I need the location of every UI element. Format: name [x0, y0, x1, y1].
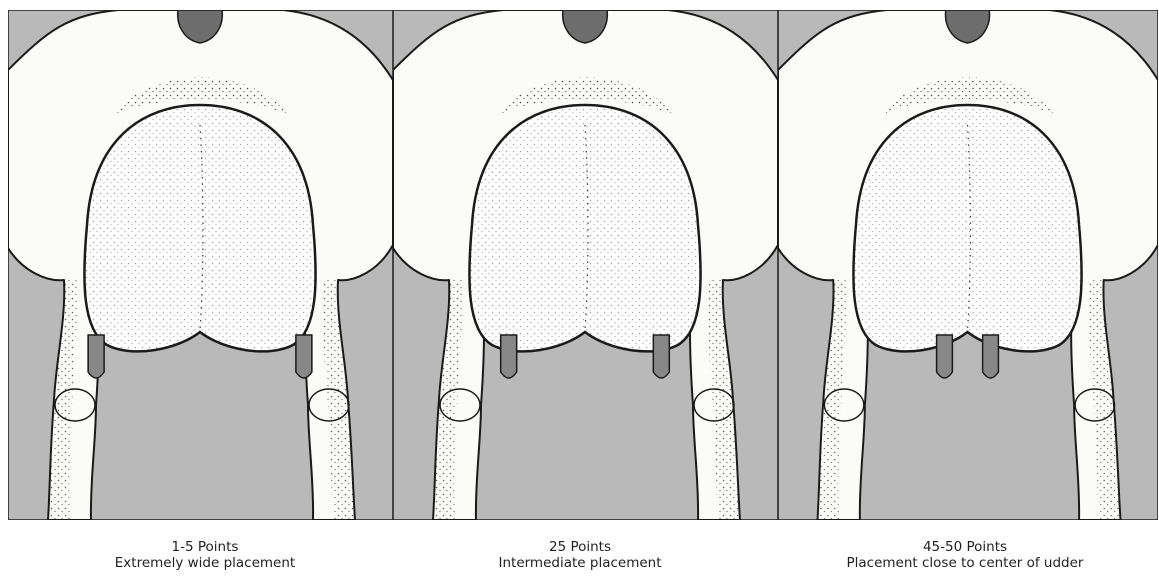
points-label: 25 Points: [435, 539, 725, 555]
left-rear-teat: [937, 335, 953, 378]
udder-illustration: [393, 10, 778, 520]
caption-wide: 1-5 Points Extremely wide placement: [60, 539, 350, 571]
panel-wide-placement: [8, 10, 393, 520]
panel-close-placement: [778, 10, 1158, 520]
panel-intermediate-placement: [393, 10, 778, 520]
caption-close: 45-50 Points Placement close to center o…: [800, 539, 1130, 571]
udder-shading: [853, 105, 1081, 351]
udder-shading: [469, 105, 700, 351]
udder-illustration: [778, 10, 1158, 520]
left-rear-teat: [88, 335, 104, 378]
udder-teat-placement-figure: [8, 10, 1158, 520]
placement-description: Placement close to center of udder: [800, 555, 1130, 571]
points-label: 45-50 Points: [800, 539, 1130, 555]
right-rear-teat: [983, 335, 999, 378]
points-label: 1-5 Points: [60, 539, 350, 555]
placement-description: Intermediate placement: [435, 555, 725, 571]
caption-intermediate: 25 Points Intermediate placement: [435, 539, 725, 571]
udder-shading: [84, 105, 315, 351]
right-rear-teat: [296, 335, 312, 378]
right-rear-teat: [653, 335, 669, 378]
left-rear-teat: [501, 335, 517, 378]
udder-illustration: [8, 10, 393, 520]
placement-description: Extremely wide placement: [60, 555, 350, 571]
